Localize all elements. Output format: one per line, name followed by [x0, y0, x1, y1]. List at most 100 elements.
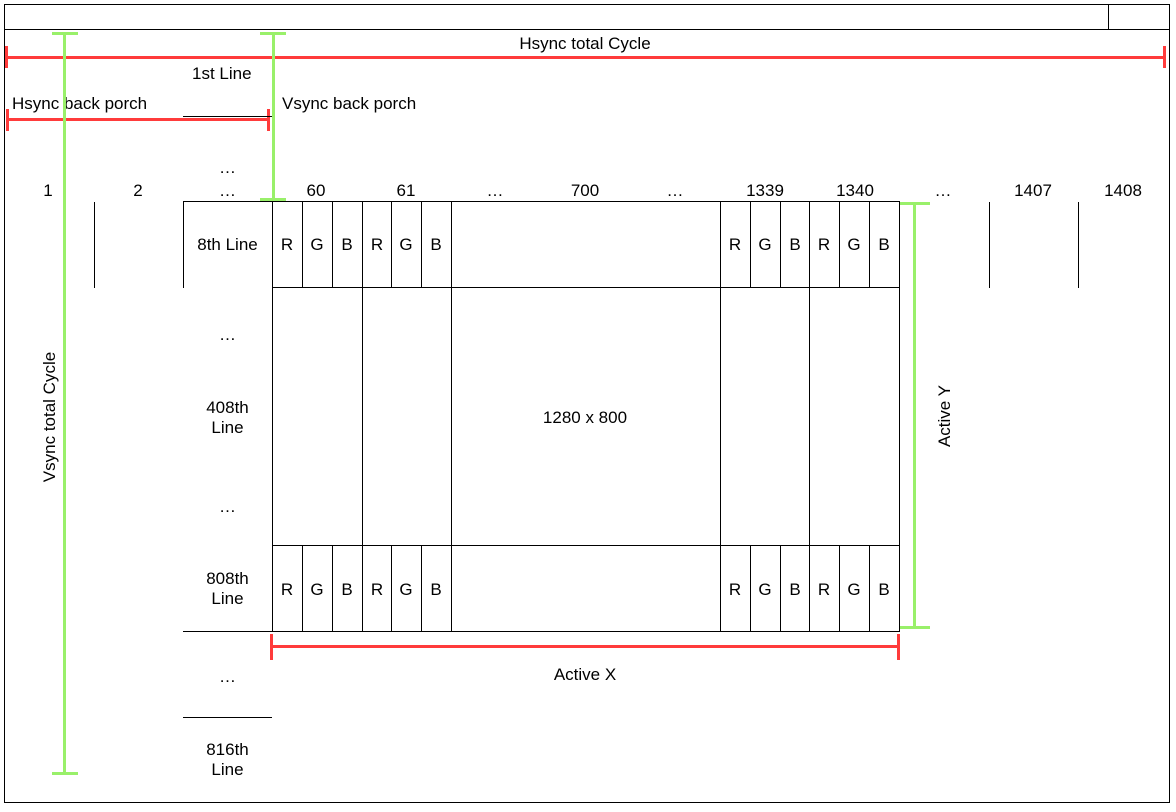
subpixel-divider	[391, 545, 392, 632]
subpixel-g: G	[847, 235, 861, 254]
subpixel-b: B	[789, 580, 801, 599]
subpixel-g: G	[399, 580, 413, 599]
subpixel-g: G	[758, 580, 772, 599]
subpixel-g: G	[310, 235, 324, 254]
vsync-back-porch-label: Vsync back porch	[282, 94, 417, 113]
col-divider-c	[989, 202, 990, 288]
subpixel-divider	[780, 545, 781, 632]
col-label-61: 61	[396, 181, 416, 200]
subpixel-divider	[869, 545, 870, 632]
active-area	[272, 201, 900, 632]
subpixel-r: R	[280, 580, 294, 599]
subpixel-b: B	[430, 580, 442, 599]
line-label-816th: 816th Line	[206, 740, 249, 779]
subpixel-b: B	[878, 580, 890, 599]
hsync-back-porch-label: Hsync back porch	[12, 94, 148, 113]
active-y-bar	[913, 203, 916, 629]
active-x-label: Active X	[553, 665, 617, 684]
subpixel-divider	[391, 201, 392, 287]
active-x-cap-right	[897, 634, 900, 660]
active-row-divider-top	[272, 287, 900, 288]
header-bar-divider	[4, 29, 1170, 30]
line-divider-2	[183, 717, 272, 718]
subpixel-b: B	[789, 235, 801, 254]
active-x-bar	[271, 645, 899, 648]
resolution-label: 1280 x 800	[542, 408, 628, 427]
hsync-back-porch-bar	[7, 118, 269, 121]
line-label-808th: 808th Line	[206, 569, 249, 608]
col-label-1339: 1339	[746, 181, 784, 200]
subpixel-g: G	[758, 235, 772, 254]
subpixel-r: R	[370, 580, 384, 599]
subpixel-g: G	[399, 235, 413, 254]
active-col-divider-4	[809, 201, 810, 632]
subpixel-b: B	[878, 235, 890, 254]
vsync-back-porch-cap-bottom	[260, 198, 286, 201]
active-y-cap-top	[900, 202, 930, 205]
subpixel-divider	[839, 201, 840, 287]
line-label-8th: 8th Line	[197, 235, 258, 254]
subpixel-divider	[869, 201, 870, 287]
col-divider-a	[94, 202, 95, 288]
col-label-2: 2	[133, 181, 143, 200]
header-bar-corner	[1108, 4, 1109, 29]
subpixel-divider	[332, 545, 333, 632]
subpixel-r: R	[370, 235, 384, 254]
line-label-dots-c: …	[219, 325, 236, 344]
vsync-total-label: Vsync total Cycle	[40, 351, 59, 483]
subpixel-b: B	[341, 580, 353, 599]
active-col-divider-2	[451, 201, 452, 632]
hsync-back-porch-cap-right	[267, 109, 270, 131]
hsync-back-porch-cap-left	[6, 109, 9, 131]
subpixel-g: G	[310, 580, 324, 599]
active-col-divider-1	[362, 201, 363, 632]
subpixel-g: G	[847, 580, 861, 599]
col-divider-d	[1078, 202, 1079, 288]
col-label-1407: 1407	[1014, 181, 1052, 200]
col-label-60: 60	[306, 181, 326, 200]
line-label-408th: 408th Line	[206, 398, 249, 437]
subpixel-divider	[780, 201, 781, 287]
line-label-dots-e: …	[219, 667, 236, 686]
subpixel-b: B	[430, 235, 442, 254]
line-label-dots-b: …	[219, 181, 236, 200]
subpixel-divider	[302, 545, 303, 632]
line-label-dots-d: …	[219, 497, 236, 516]
active-row-divider-bottom	[272, 545, 900, 546]
subpixel-r: R	[817, 235, 831, 254]
col-divider-b	[183, 202, 184, 288]
col-label-dots-3: …	[934, 181, 952, 200]
subpixel-r: R	[728, 235, 742, 254]
hsync-total-cap-right	[1163, 46, 1166, 68]
vsync-total-cap-top	[52, 32, 78, 35]
hsync-total-cap-left	[5, 46, 8, 68]
subpixel-b: B	[341, 235, 353, 254]
vsync-back-porch-cap-top	[260, 32, 286, 35]
diagram-frame	[4, 4, 1170, 803]
subpixel-divider	[750, 201, 751, 287]
col-label-dots-1: …	[486, 181, 504, 200]
col-label-1340: 1340	[836, 181, 874, 200]
subpixel-r: R	[280, 235, 294, 254]
vsync-total-cap-bottom	[52, 772, 78, 775]
hsync-total-bar	[6, 56, 1166, 59]
line-label-1st: 1st Line	[192, 64, 252, 83]
hsync-total-label: Hsync total Cycle	[519, 34, 651, 53]
subpixel-divider	[750, 545, 751, 632]
subpixel-r: R	[817, 580, 831, 599]
subpixel-r: R	[728, 580, 742, 599]
line-label-dots-a: …	[219, 158, 236, 177]
subpixel-divider	[839, 545, 840, 632]
line-label-column	[183, 201, 273, 632]
active-x-cap-left	[270, 634, 273, 660]
subpixel-divider	[421, 201, 422, 287]
active-col-divider-3	[720, 201, 721, 632]
line-divider-1	[183, 116, 272, 117]
subpixel-divider	[421, 545, 422, 632]
active-y-cap-bottom	[900, 626, 930, 629]
col-label-1: 1	[43, 181, 53, 200]
col-label-1408: 1408	[1104, 181, 1142, 200]
vsync-back-porch-bar	[272, 33, 275, 201]
col-label-dots-2: …	[666, 181, 684, 200]
vsync-total-bar	[63, 33, 66, 775]
